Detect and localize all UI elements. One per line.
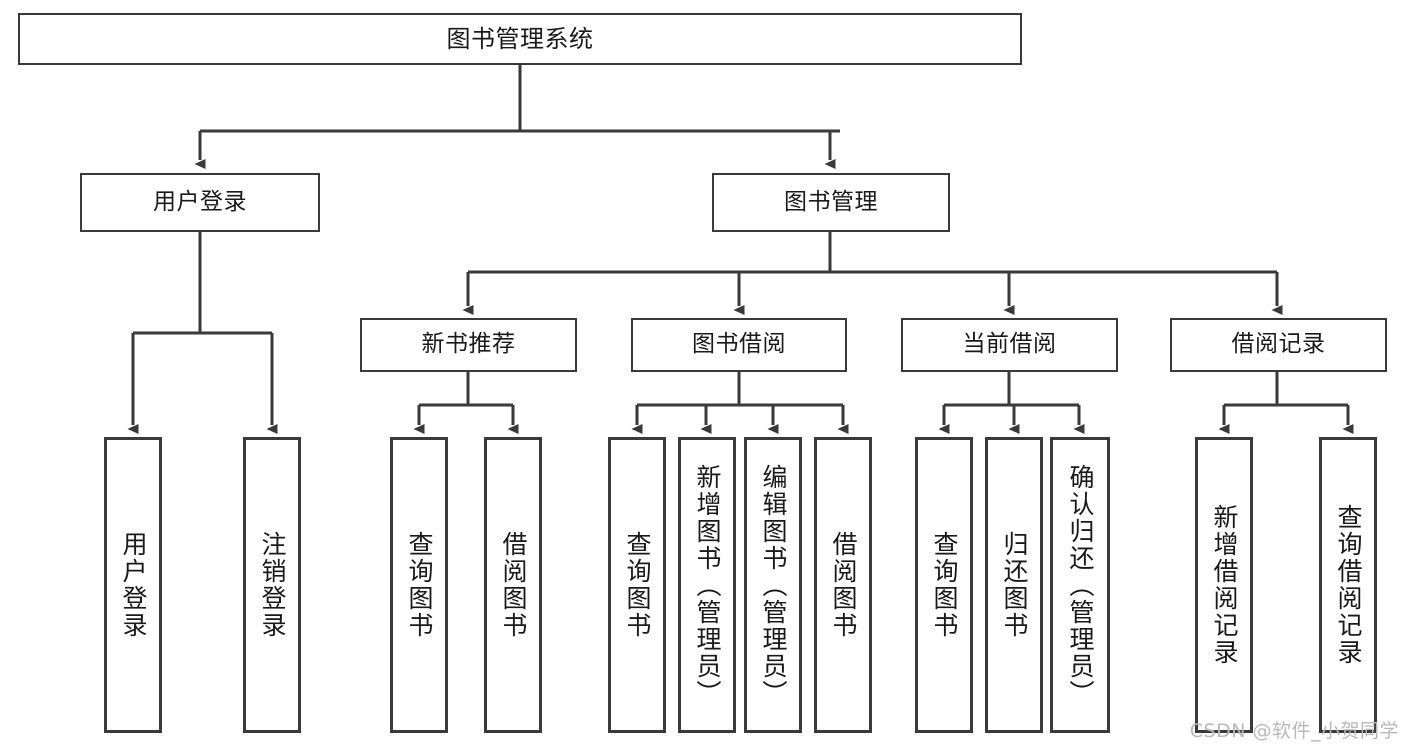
node-book-management[interactable]: 图书管理 (712, 173, 950, 232)
leaf-user-logout[interactable]: 注销登录 (243, 437, 301, 733)
node-label: 新增图书（管理员） (693, 463, 722, 707)
leaf-current-confirm-return-admin[interactable]: 确认归还（管理员） (1050, 437, 1110, 733)
node-label: 编辑图书（管理员） (759, 463, 788, 707)
node-label: 查询借阅记录 (1334, 504, 1363, 666)
node-label: 新增借阅记录 (1210, 504, 1239, 666)
node-label: 当前借阅 (962, 331, 1057, 358)
node-label: 新书推荐 (421, 331, 516, 358)
node-label: 用户登录 (153, 188, 247, 215)
leaf-borrow-query-book[interactable]: 查询图书 (608, 437, 666, 733)
node-label: 查询图书 (623, 531, 652, 639)
node-label: 借阅图书 (499, 531, 528, 639)
leaf-recommend-query-book[interactable]: 查询图书 (390, 437, 448, 733)
node-label: 借阅图书 (829, 531, 858, 639)
node-label: 确认归还（管理员） (1066, 463, 1095, 707)
leaf-current-return-book[interactable]: 归还图书 (985, 437, 1043, 733)
leaf-record-add-borrow-record[interactable]: 新增借阅记录 (1195, 437, 1253, 733)
leaf-recommend-borrow-book[interactable]: 借阅图书 (484, 437, 542, 733)
node-book-borrow[interactable]: 图书借阅 (631, 318, 847, 372)
node-current-borrow[interactable]: 当前借阅 (901, 318, 1118, 372)
leaf-record-query-borrow-record[interactable]: 查询借阅记录 (1319, 437, 1377, 733)
watermark: CSDN @软件_小贺同学 (1189, 720, 1399, 742)
node-label: 注销登录 (258, 531, 287, 639)
node-root-system[interactable]: 图书管理系统 (18, 13, 1022, 65)
node-label: 查询图书 (930, 531, 959, 639)
node-label: 图书借阅 (692, 331, 786, 358)
node-new-book-recommend[interactable]: 新书推荐 (360, 318, 577, 372)
leaf-borrow-borrow-book[interactable]: 借阅图书 (814, 437, 872, 733)
node-label: 借阅记录 (1231, 331, 1326, 358)
leaf-user-login[interactable]: 用户登录 (104, 437, 162, 733)
node-label: 归还图书 (1000, 531, 1029, 639)
node-label: 图书管理 (784, 188, 878, 215)
leaf-borrow-add-book-admin[interactable]: 新增图书（管理员） (678, 437, 736, 733)
node-label: 图书管理系统 (446, 24, 594, 53)
node-label: 查询图书 (405, 531, 434, 639)
node-user-login[interactable]: 用户登录 (80, 173, 320, 232)
leaf-current-query-book[interactable]: 查询图书 (915, 437, 973, 733)
leaf-borrow-edit-book-admin[interactable]: 编辑图书（管理员） (744, 437, 802, 733)
node-label: 用户登录 (119, 531, 148, 639)
node-borrow-record[interactable]: 借阅记录 (1170, 318, 1387, 372)
